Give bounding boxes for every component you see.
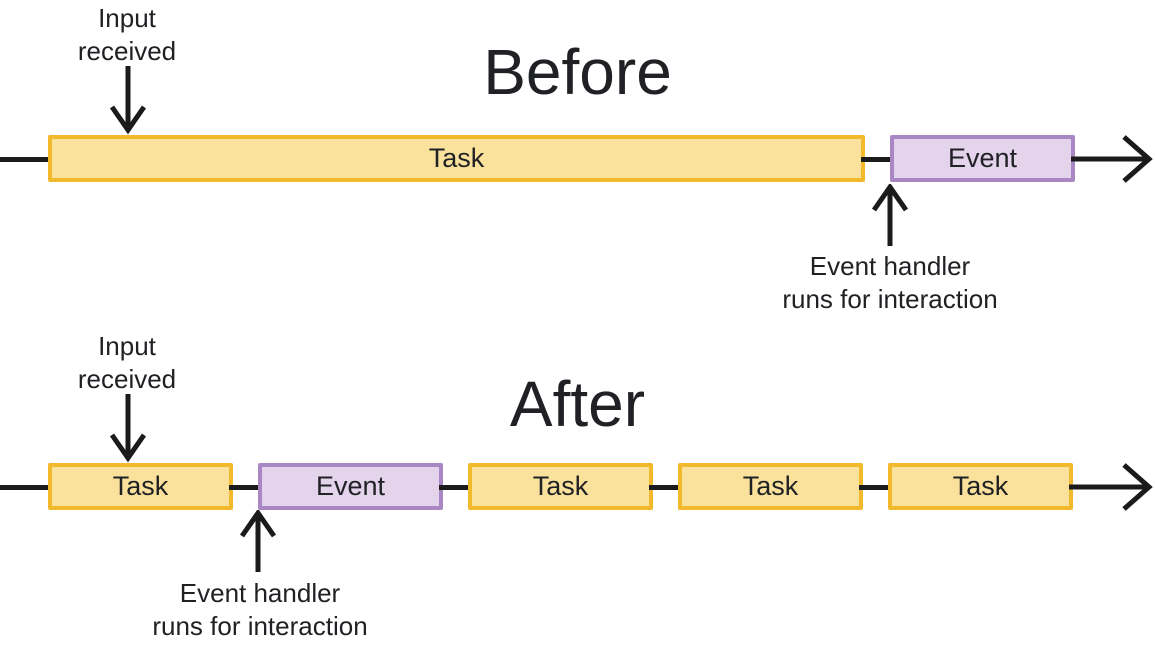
after-task-2-label: Task: [532, 471, 589, 501]
after-event-label: Event: [315, 471, 386, 501]
after-task-block-2: Task: [468, 463, 653, 510]
after-timeline-stub-2: [439, 485, 472, 490]
before-handler-arrow-up-icon: [871, 184, 909, 246]
after-task-block-4: Task: [888, 463, 1073, 510]
after-input-received-label: Input received: [77, 331, 177, 394]
after-title: After: [509, 368, 646, 440]
after-task-block-1: Task: [48, 463, 233, 510]
before-title: Before: [483, 36, 672, 108]
after-timeline-stub-1: [229, 485, 262, 490]
after-timeline-left-stub: [0, 485, 52, 490]
after-timeline-stub-3: [649, 485, 682, 490]
after-event-handler-label: Event handler runs for interaction: [152, 578, 368, 641]
after-handler-arrow-up-icon: [239, 510, 277, 572]
before-timeline-left-stub: [0, 157, 52, 162]
after-task-3-label: Task: [742, 471, 799, 501]
after-task-block-3: Task: [678, 463, 863, 510]
before-timeline-mid-stub: [861, 157, 894, 162]
before-input-received-label: Input received: [77, 3, 177, 66]
after-task-1-label: Task: [112, 471, 169, 501]
after-event-block: Event: [258, 463, 443, 510]
before-timeline-arrow-right-icon: [1071, 135, 1153, 183]
after-timeline-stub-4: [859, 485, 892, 490]
after-input-arrow-down-icon: [109, 394, 147, 463]
after-task-4-label: Task: [952, 471, 1009, 501]
before-event-handler-label: Event handler runs for interaction: [782, 251, 998, 314]
before-event-block: Event: [890, 135, 1075, 182]
before-event-label: Event: [947, 143, 1018, 173]
after-timeline-arrow-right-icon: [1069, 463, 1153, 511]
before-task-block: Task: [48, 135, 865, 182]
before-task-label: Task: [428, 143, 485, 173]
before-input-arrow-down-icon: [109, 66, 147, 135]
